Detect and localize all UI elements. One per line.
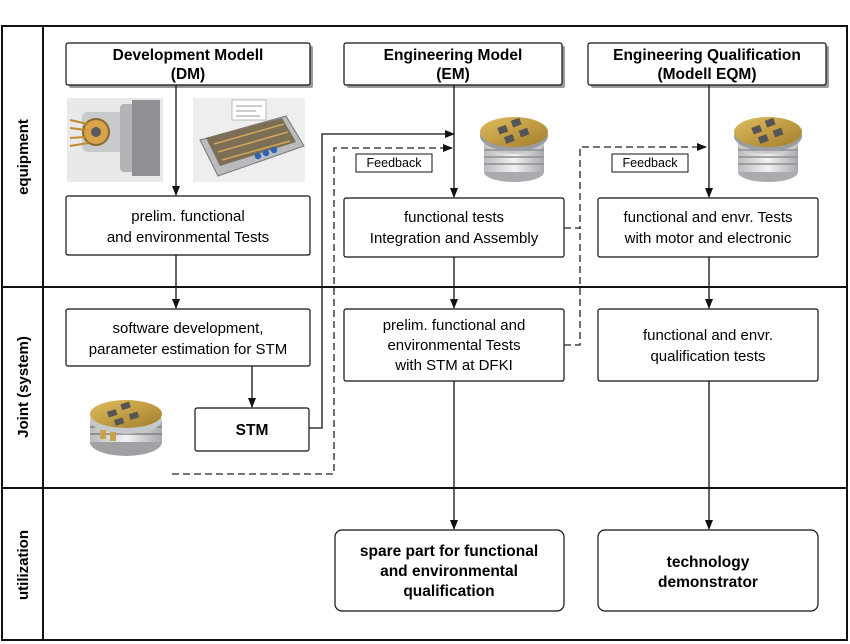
em-actuator-render: [479, 116, 549, 183]
column-header-dm-line1: Development Modell: [113, 47, 264, 64]
dm-software-line1: software development,: [113, 320, 264, 337]
eqm-joint-box: functional and envr. qualification tests: [597, 308, 819, 382]
column-header-eqm-line2: (Modell EQM): [657, 66, 756, 83]
stm-label: STM: [236, 422, 269, 439]
lane-label-equipment: equipment: [15, 119, 32, 195]
em-tests-line1: functional tests: [404, 209, 504, 226]
spare-part-line2: and environmental: [380, 563, 518, 580]
column-header-eqm-line1: Engineering Qualification: [613, 47, 801, 64]
feedback-arrow-to-eqm: [564, 143, 707, 229]
eqm-tests-line1: functional and envr. Tests: [624, 209, 793, 226]
em-joint-line3: with STM at DFKI: [394, 357, 513, 374]
column-header-em: Engineering Model (EM): [343, 42, 565, 88]
feedback-label-eqm: Feedback: [611, 153, 689, 173]
technology-demonstrator-box: technology demonstrator: [597, 529, 819, 612]
technology-demonstrator-line1: technology: [667, 554, 750, 571]
dm-tests-line2: and environmental Tests: [107, 229, 269, 246]
feedback-connector-em-joint: [564, 228, 581, 346]
dm-tests-box: prelim. functional and environmental Tes…: [65, 195, 311, 256]
dm-tests-line1: prelim. functional: [131, 208, 244, 225]
eqm-tests-box: functional and envr. Tests with motor an…: [597, 197, 819, 258]
em-joint-line2: environmental Tests: [387, 337, 520, 354]
column-header-em-line1: Engineering Model: [384, 47, 523, 64]
eqm-joint-line2: qualification tests: [650, 348, 765, 365]
feedback-label-em: Feedback: [355, 153, 433, 173]
column-header-em-line2: (EM): [436, 66, 470, 83]
spare-part-line3: qualification: [403, 583, 494, 600]
column-header-dm-line2: (DM): [171, 66, 205, 83]
eqm-actuator-render: [733, 116, 803, 183]
eqm-joint-line1: functional and envr.: [643, 327, 773, 344]
dm-photo-electronics-board: [193, 98, 305, 182]
eqm-tests-line2: with motor and electronic: [624, 230, 792, 247]
stm-render: [90, 400, 162, 456]
feedback-label-eqm-text: Feedback: [623, 156, 679, 170]
diagram-frame: [1, 25, 848, 641]
dm-photo-actuator-prototype: [67, 98, 163, 182]
lane-label-joint: Joint (system): [15, 336, 32, 438]
spare-part-box: spare part for functional and environmen…: [334, 529, 565, 612]
em-joint-line1: prelim. functional and: [383, 317, 526, 334]
feedback-arrow-to-em: [172, 144, 453, 475]
em-tests-line2: Integration and Assembly: [370, 230, 539, 247]
arrow-stm-to-em: [309, 130, 455, 429]
em-joint-box: prelim. functional and environmental Tes…: [343, 308, 565, 382]
feedback-label-em-text: Feedback: [367, 156, 423, 170]
column-header-dm: Development Modell (DM): [65, 42, 313, 88]
stm-box: STM: [194, 407, 310, 452]
lane-label-utilization: utilization: [15, 530, 32, 600]
spare-part-line1: spare part for functional: [360, 543, 538, 560]
column-header-eqm: Engineering Qualification (Modell EQM): [587, 42, 829, 88]
dm-software-box: software development, parameter estimati…: [65, 308, 311, 367]
em-tests-box: functional tests Integration and Assembl…: [343, 197, 565, 258]
technology-demonstrator-line2: demonstrator: [658, 574, 758, 591]
dm-software-line2: parameter estimation for STM: [89, 341, 287, 358]
